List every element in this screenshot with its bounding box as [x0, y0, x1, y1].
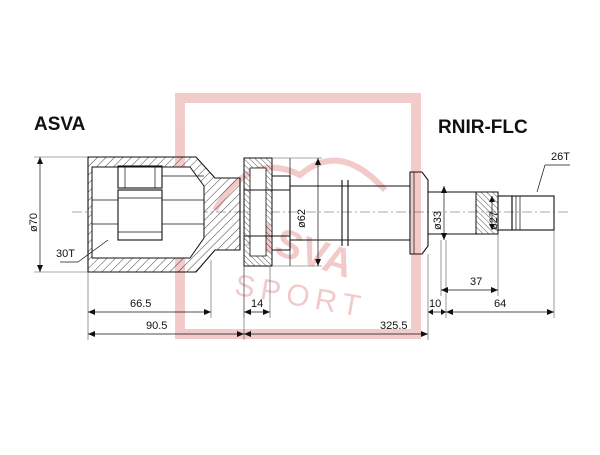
label-14: 14: [251, 298, 263, 310]
dim-325-5: 325.5: [244, 320, 428, 337]
label-64: 64: [494, 298, 506, 310]
dim-dia-33: ø33: [432, 186, 447, 240]
dim-64: 64: [446, 298, 554, 315]
label-10: 10: [429, 298, 441, 310]
dim-37: 37: [441, 276, 498, 293]
label-dia-70: ø70: [28, 213, 40, 232]
dim-dia-27: ø27: [488, 196, 500, 230]
label-90-5: 90.5: [146, 320, 167, 332]
dim-dia-70: ø70: [28, 156, 88, 273]
outer-housing: [87, 156, 241, 273]
label-37: 37: [470, 276, 482, 288]
drive-shaft: [290, 171, 476, 255]
dim-14: 14: [244, 298, 270, 315]
dim-10: 10: [428, 298, 446, 315]
extension-lines: [87, 230, 555, 340]
tripod-spider: [92, 165, 204, 241]
label-26t: 26T: [551, 151, 570, 163]
watermark-sub-text: SPORT: [232, 269, 369, 325]
label-dia-27: ø27: [488, 211, 500, 230]
label-dia-62: ø62: [296, 209, 308, 228]
dim-90-5: 90.5: [88, 320, 244, 337]
leader-26t: 26T: [536, 151, 570, 193]
label-30t: 30T: [56, 248, 75, 260]
part-number: RNIR-FLC: [438, 117, 528, 138]
leader-30t: 30T: [56, 239, 109, 263]
label-dia-33: ø33: [432, 211, 444, 230]
brand-label: ASVA: [34, 114, 86, 135]
dim-dia-62: ø62: [272, 157, 322, 267]
dim-66-5: 66.5: [88, 298, 211, 315]
label-325-5: 325.5: [380, 320, 408, 332]
outer-spline: [475, 191, 555, 235]
label-66-5: 66.5: [130, 298, 151, 310]
